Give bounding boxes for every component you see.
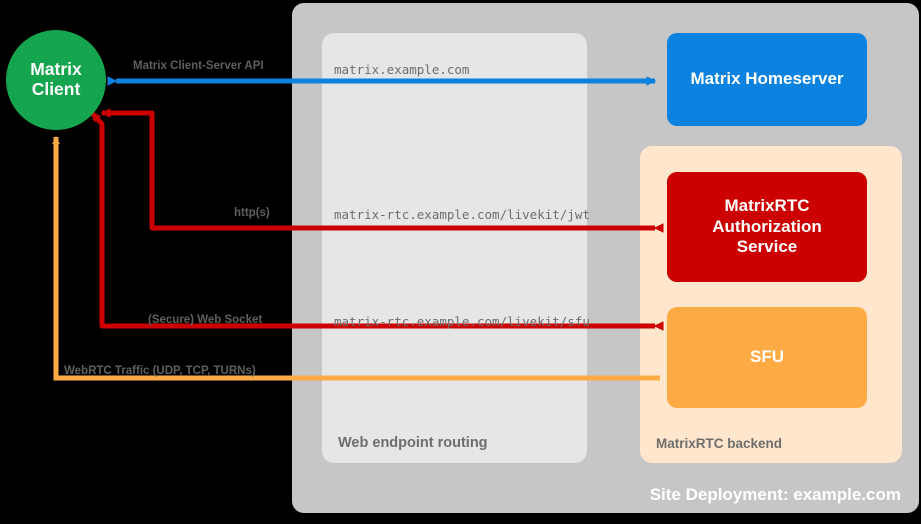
websocket-sfu-wire [90,111,664,331]
livekit-sfu-endpoint: matrix-rtc.example.com/livekit/sfu [334,314,590,329]
sfu-node[interactable]: SFU [667,307,867,408]
matrix-cs-api-label: Matrix Client-Server API [133,60,264,72]
matrix-example-com-endpoint: matrix.example.com [334,62,470,77]
web-endpoint-routing-label: Web endpoint routing [338,435,488,451]
https-label: http(s) [234,207,270,219]
websocket-label: (Secure) Web Socket [148,314,263,326]
matrix-homeserver-node[interactable]: Matrix Homeserver [667,33,867,126]
matrixrtc-backend-label: MatrixRTC backend [656,436,783,451]
webrtc-traffic-label: WebRTC Traffic (UDP, TCP, TURNs) [64,365,256,377]
matrixrtc-authorization-service-label: MatrixRTC Authorization Service [712,196,822,257]
matrixrtc-authorization-service-node[interactable]: MatrixRTC Authorization Service [667,172,867,282]
site-deployment-label: Site Deployment: example.com [649,485,901,504]
sfu-label: SFU [750,347,784,367]
matrix-client-label-line1: Matrix [30,59,82,80]
matrix-homeserver-label: Matrix Homeserver [690,69,844,89]
matrix-client-node[interactable]: Matrix Client [6,30,106,130]
livekit-jwt-endpoint: matrix-rtc.example.com/livekit/jwt [334,207,590,222]
matrix-client-label-line2: Client [31,79,81,99]
webrtc-traffic-wire [52,135,660,381]
